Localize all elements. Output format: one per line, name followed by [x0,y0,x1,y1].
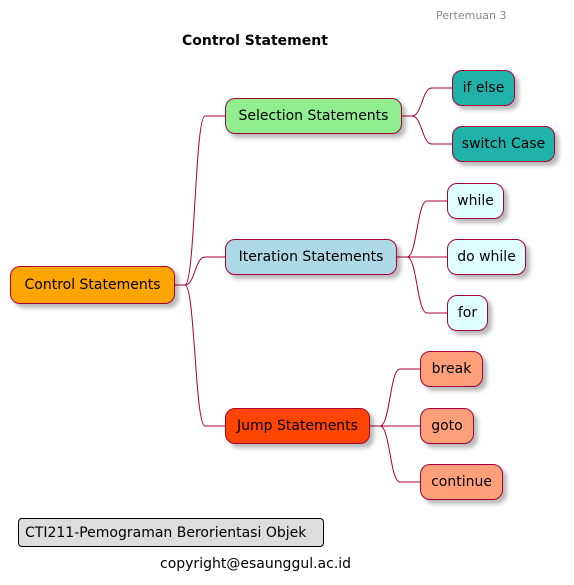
node-continue[interactable]: continue [420,464,503,500]
page-header: Pertemuan 3 [436,9,507,22]
node-iteration-statements[interactable]: Iteration Statements [225,239,397,275]
node-selection-statements[interactable]: Selection Statements [225,98,402,134]
edge-root-selection [175,115,225,286]
copyright-footer: copyright@esaunggul.ac.id [160,556,352,572]
node-do-while[interactable]: do while [447,239,526,275]
edge-jump-break [370,368,420,427]
edge-iteration-for [397,256,447,314]
node-if-else[interactable]: if else [452,70,515,106]
diagram-title: Control Statement [182,33,328,49]
course-legend: CTI211-Pemograman Berorientasi Objek [18,518,324,547]
node-for[interactable]: for [447,295,488,331]
node-jump-statements[interactable]: Jump Statements [225,408,370,444]
edge-selection-ifelse [402,87,452,117]
node-goto[interactable]: goto [420,408,474,444]
node-switch-case[interactable]: switch Case [452,126,555,162]
node-break[interactable]: break [420,351,483,387]
edge-selection-switch [402,115,452,145]
edge-root-iteration [175,256,225,286]
edge-iteration-while [397,200,447,258]
node-root-control-statements[interactable]: Control Statements [10,266,175,304]
edge-root-jump [175,284,225,427]
node-while[interactable]: while [447,183,504,219]
edge-jump-continue [370,425,420,483]
